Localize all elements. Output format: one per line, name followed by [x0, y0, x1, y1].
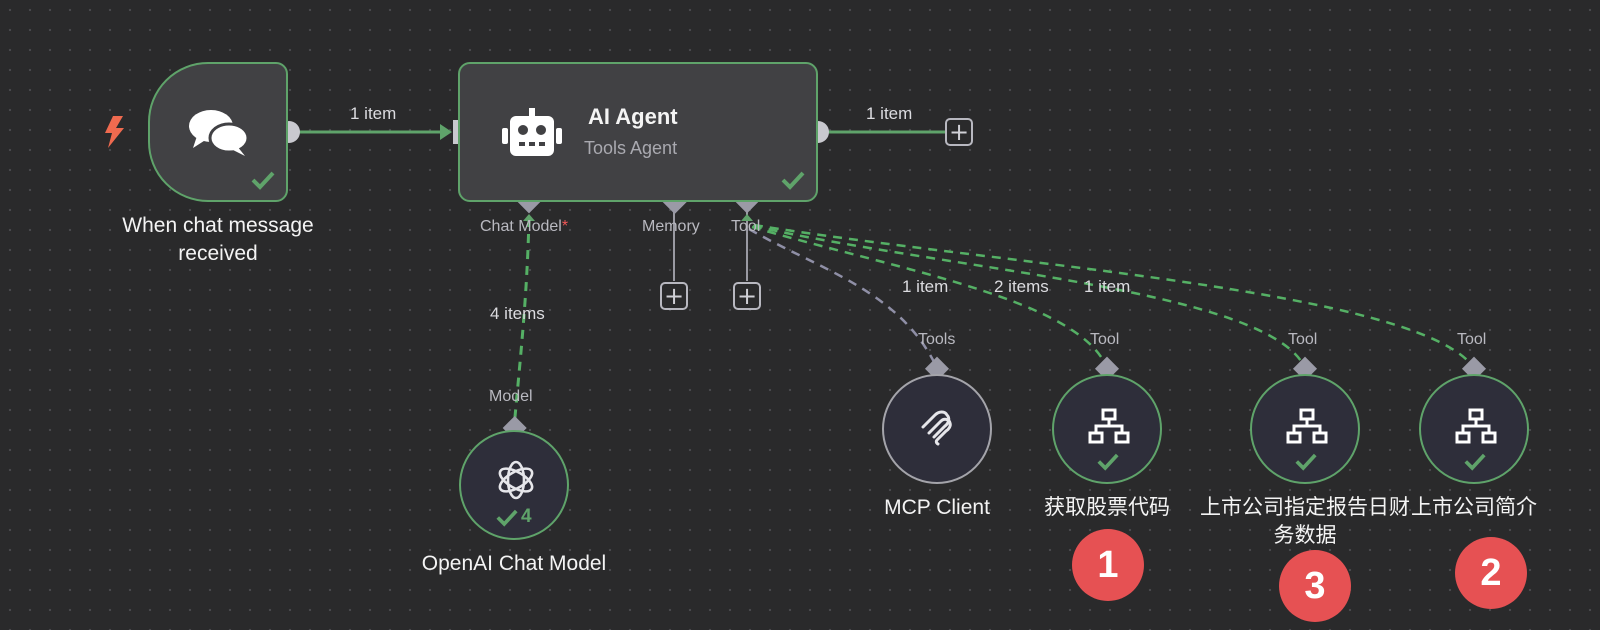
- network-icon: [1455, 408, 1497, 444]
- tool2-title-line2: 务数据: [1273, 524, 1337, 547]
- add-memory-button[interactable]: +: [660, 282, 688, 310]
- add-node-button[interactable]: +: [945, 118, 973, 146]
- tool-handle-arrow: [741, 214, 753, 221]
- success-check-icon: [496, 509, 518, 527]
- openai-icon: [498, 460, 534, 500]
- tool2-title-line1: 上市公司指定报告日财: [1200, 496, 1410, 519]
- tool2-connection[interactable]: [752, 224, 1307, 369]
- tool3-title: 上市公司简介: [1411, 496, 1537, 519]
- run-count: 4: [521, 506, 532, 527]
- chat-trigger-node[interactable]: [148, 62, 288, 202]
- memory-handle-label: Memory: [642, 218, 700, 235]
- success-check-icon: [1464, 453, 1486, 471]
- tool2-node[interactable]: [1250, 374, 1360, 484]
- ai-agent-node[interactable]: AI Agent Tools Agent: [458, 62, 818, 202]
- tool1-connection-label: 1 item: [902, 277, 949, 296]
- network-icon: [1088, 408, 1130, 444]
- agent-title: AI Agent: [588, 104, 678, 129]
- success-check-icon: [781, 171, 805, 190]
- annotation-badge-3: 3: [1279, 550, 1351, 622]
- openai-title: OpenAI Chat Model: [421, 552, 607, 575]
- tool-handle-label: Tool: [731, 218, 761, 235]
- mcp-client-node[interactable]: [882, 374, 992, 484]
- connection-arrowhead: [440, 124, 452, 140]
- tool1-title: 获取股票代码: [1044, 496, 1170, 519]
- chat-model-handle-label: Chat Model*: [480, 218, 569, 235]
- tool3-handle-label: Tool: [1457, 331, 1487, 348]
- annotation-badge-1: 1: [1072, 529, 1144, 601]
- tool2-connection-label: 2 items: [994, 277, 1049, 296]
- success-check-icon: [251, 171, 275, 190]
- trigger-title: When chat message received: [122, 214, 314, 265]
- tool1-connection[interactable]: [751, 225, 1109, 369]
- openai-handle-label: Model: [489, 388, 533, 405]
- tool1-node[interactable]: [1052, 374, 1162, 484]
- agent-output-label: 1 item: [866, 104, 913, 123]
- openai-chat-model-node[interactable]: 4: [459, 430, 569, 540]
- model-handle-arrow: [523, 214, 535, 221]
- add-tool-button[interactable]: +: [733, 282, 761, 310]
- robot-icon: [502, 108, 562, 156]
- success-check-icon: [1295, 453, 1317, 471]
- annotation-badge-2: 2: [1455, 537, 1527, 609]
- mcp-connection[interactable]: [748, 227, 939, 369]
- agent-subtitle: Tools Agent: [584, 138, 678, 158]
- tool3-connection[interactable]: [753, 223, 1476, 369]
- success-check-icon: [1097, 453, 1119, 471]
- mcp-icon: [921, 410, 952, 446]
- tool3-connection-label: 1 item: [1084, 277, 1131, 296]
- mcp-handle-label: Tools: [918, 331, 956, 348]
- model-connection-label: 4 items: [490, 304, 545, 323]
- network-icon: [1286, 408, 1328, 444]
- tool2-handle-label: Tool: [1288, 331, 1318, 348]
- trigger-connection-label: 1 item: [350, 104, 397, 123]
- chat-bubbles-icon: [189, 110, 250, 156]
- mcp-title: MCP Client: [884, 496, 990, 519]
- tool3-node[interactable]: [1419, 374, 1529, 484]
- tool1-handle-label: Tool: [1090, 331, 1120, 348]
- trigger-bolt-icon: [105, 116, 124, 148]
